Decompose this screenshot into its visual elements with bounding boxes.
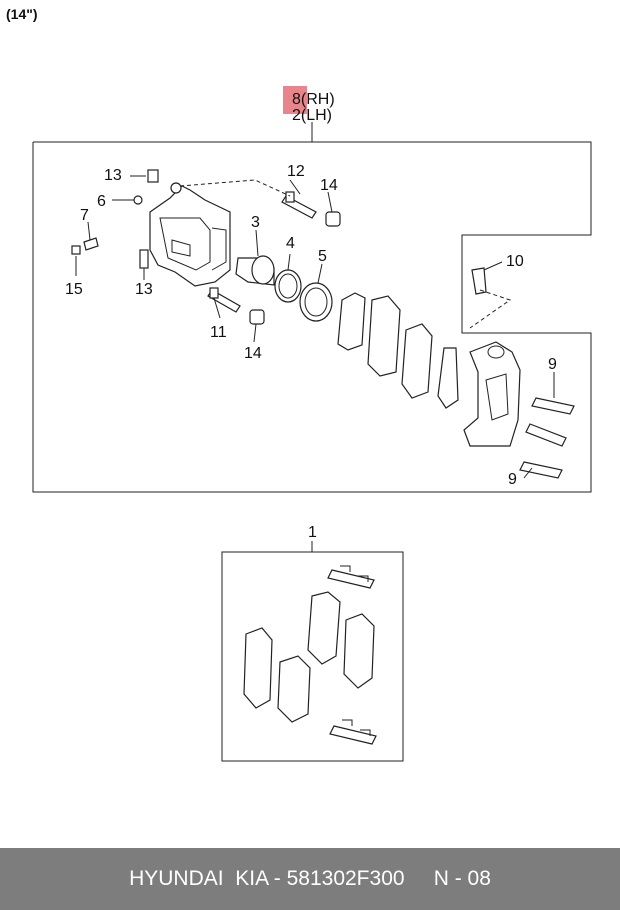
callout-4: 4 bbox=[286, 235, 295, 252]
pad-kit-frame bbox=[221, 551, 404, 762]
wheel-size-label: (14") bbox=[6, 6, 38, 22]
caliper-body bbox=[149, 182, 231, 287]
callout-9-upper: 9 bbox=[548, 356, 557, 373]
callout-1: 1 bbox=[308, 524, 317, 541]
bolt-10 bbox=[471, 267, 487, 295]
assembly-highlight bbox=[283, 86, 307, 114]
callout-13-upper: 13 bbox=[104, 167, 122, 184]
pad-kit-shim-top bbox=[327, 565, 375, 589]
brake-pads-upper bbox=[337, 292, 459, 409]
callout-5: 5 bbox=[318, 248, 327, 265]
pad-kit-pads bbox=[243, 591, 375, 723]
callout-7: 7 bbox=[80, 207, 89, 224]
callout-11: 11 bbox=[210, 324, 227, 341]
callout-9-lower: 9 bbox=[508, 471, 517, 488]
pad-kit-shim-bottom bbox=[329, 719, 377, 745]
boot-14-lower bbox=[249, 309, 265, 325]
footer-part-number: HYUNDAI KIA - 581302F300 N - 08 bbox=[129, 867, 491, 890]
callout-3: 3 bbox=[251, 214, 260, 231]
callout-15: 15 bbox=[65, 281, 83, 298]
callout-rh: 8(RH) bbox=[292, 91, 335, 108]
callout-10: 10 bbox=[506, 253, 524, 270]
callout-14-upper: 14 bbox=[320, 177, 338, 194]
cap-15 bbox=[71, 245, 81, 255]
caliper-assembly-frame bbox=[32, 141, 592, 493]
guide-bolt-13-lower bbox=[139, 249, 149, 269]
callout-6: 6 bbox=[97, 193, 106, 210]
guide-pin-11 bbox=[207, 287, 241, 313]
caliper-carrier bbox=[463, 341, 521, 447]
leader-bolt bbox=[469, 289, 512, 329]
callout-13-lower: 13 bbox=[135, 281, 153, 298]
brake-caliper-diagram: 8(RH) 2(LH) bbox=[32, 86, 592, 762]
callout-14-lower: 14 bbox=[244, 345, 262, 362]
cap-6 bbox=[133, 195, 143, 205]
footer-bar: HYUNDAI KIA - 581302F300 N - 08 bbox=[0, 848, 620, 910]
bleeder-7 bbox=[83, 237, 99, 251]
callout-lh: 2(LH) bbox=[292, 107, 332, 124]
guide-pin-12 bbox=[281, 191, 317, 219]
boot-14-upper bbox=[325, 211, 341, 227]
guide-bolt-13-upper bbox=[130, 169, 159, 183]
leader-upper bbox=[179, 179, 291, 197]
piston bbox=[235, 255, 275, 286]
pad-shims-upper bbox=[519, 397, 575, 479]
callout-12: 12 bbox=[287, 163, 305, 180]
